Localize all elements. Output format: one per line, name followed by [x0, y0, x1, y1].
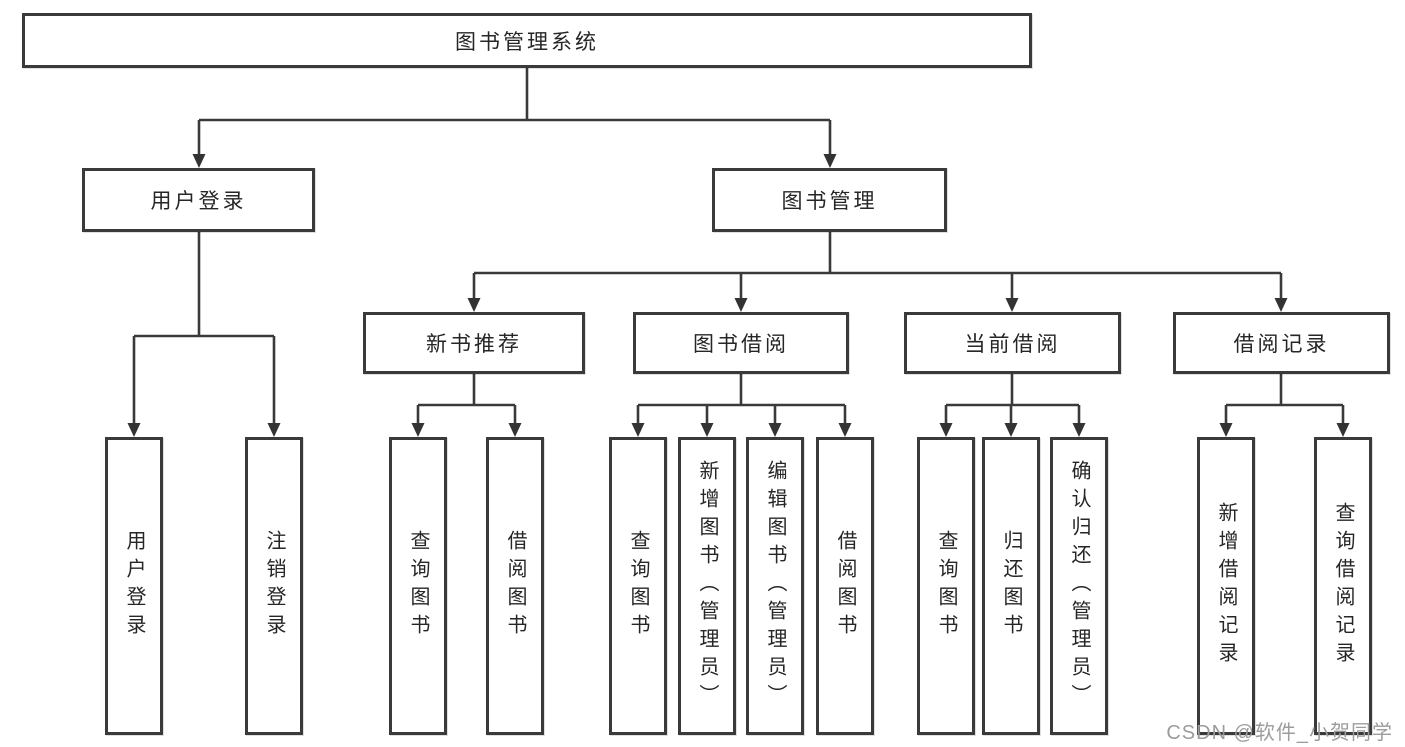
leaf-records-add-record-label: 新增借阅记录	[1215, 502, 1237, 670]
node-user-login: 用户登录	[82, 168, 315, 232]
leaf-newbook-query-books: 查询图书	[389, 437, 447, 735]
leaf-records-query-record-label: 查询借阅记录	[1332, 502, 1354, 670]
node-borrow-records: 借阅记录	[1173, 312, 1390, 374]
leaf-newbook-borrow-books-label: 借阅图书	[504, 530, 526, 642]
leaf-logout-login-label: 注销登录	[263, 530, 285, 642]
leaf-current-confirm-return-admin-label: 确认归还（管理员）	[1068, 460, 1090, 712]
leaf-current-confirm-return-admin: 确认归还（管理员）	[1050, 437, 1108, 735]
leaf-current-return-books-label: 归还图书	[1000, 530, 1022, 642]
leaf-borrowing-borrow-books: 借阅图书	[816, 437, 874, 735]
leaf-current-query-books-label: 查询图书	[935, 530, 957, 642]
leaf-records-add-record: 新增借阅记录	[1197, 437, 1255, 735]
leaf-user-login-label: 用户登录	[123, 530, 145, 642]
node-current-borrowing: 当前借阅	[904, 312, 1121, 374]
leaf-current-query-books: 查询图书	[917, 437, 975, 735]
leaf-newbook-borrow-books: 借阅图书	[486, 437, 544, 735]
leaf-borrowing-query-books: 查询图书	[609, 437, 667, 735]
arrowheads	[127, 154, 1350, 437]
node-book-management: 图书管理	[712, 168, 947, 232]
leaf-borrowing-edit-books-admin: 编辑图书（管理员）	[746, 437, 804, 735]
csdn-watermark: CSDN @软件_小贺同学	[1166, 722, 1393, 744]
leaf-borrowing-query-books-label: 查询图书	[627, 530, 649, 642]
node-book-borrowing: 图书借阅	[633, 312, 849, 374]
leaf-borrowing-add-books-admin-label: 新增图书（管理员）	[696, 460, 718, 712]
leaf-borrowing-borrow-books-label: 借阅图书	[834, 530, 856, 642]
node-root-library-system: 图书管理系统	[22, 13, 1032, 68]
leaf-user-login: 用户登录	[105, 437, 163, 735]
leaf-newbook-query-books-label: 查询图书	[407, 530, 429, 642]
leaf-records-query-record: 查询借阅记录	[1314, 437, 1372, 735]
node-new-book-recommend: 新书推荐	[363, 312, 585, 374]
leaf-borrowing-add-books-admin: 新增图书（管理员）	[678, 437, 736, 735]
leaf-logout-login: 注销登录	[245, 437, 303, 735]
leaf-borrowing-edit-books-admin-label: 编辑图书（管理员）	[764, 460, 786, 712]
leaf-current-return-books: 归还图书	[982, 437, 1040, 735]
